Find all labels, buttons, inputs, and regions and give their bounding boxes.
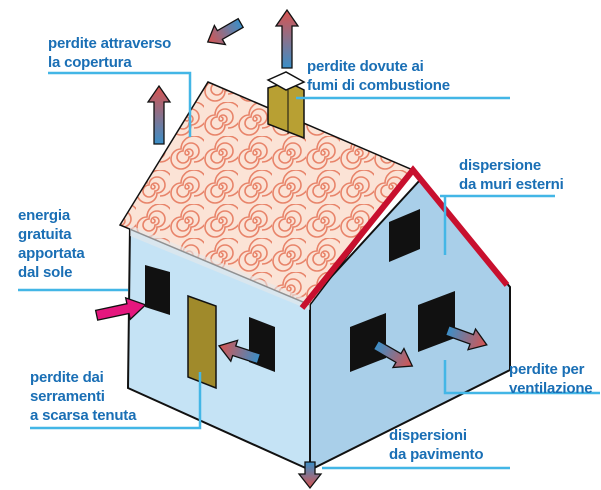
roof-edge xyxy=(299,165,510,310)
window-side-top xyxy=(389,209,420,262)
label-ventilation-loss: perdite per ventilazione xyxy=(509,361,593,397)
solar-arrow xyxy=(94,296,147,321)
roof-eave xyxy=(130,225,310,310)
chimney xyxy=(266,71,306,140)
label-roof-loss: perdite attraverso la copertura xyxy=(48,35,172,71)
arrow-roof-top xyxy=(274,8,300,69)
door xyxy=(187,294,217,390)
window-side-right xyxy=(418,291,455,352)
arrow-top-diagonal xyxy=(206,17,245,46)
label-flue-loss: perdite dovute ai fumi di combustione xyxy=(307,58,450,94)
arrow-window-front xyxy=(217,339,262,365)
arrow-roof-left xyxy=(146,84,172,145)
label-wall-loss: dispersione da muri esterni xyxy=(459,157,564,193)
window-side-left xyxy=(350,313,386,372)
label-floor-loss: dispersioni da pavimento xyxy=(389,427,484,463)
label-solar-gain: energia gratuita apportata dal sole xyxy=(18,207,85,281)
arrow-floor xyxy=(297,461,323,490)
window-front-left xyxy=(145,265,170,315)
arrow-window-side-left xyxy=(372,339,414,369)
label-window-loss: perdite dai serramenti a scarsa tenuta xyxy=(30,369,137,424)
leader-lines xyxy=(18,71,600,470)
arrow-window-side-right xyxy=(444,324,488,351)
